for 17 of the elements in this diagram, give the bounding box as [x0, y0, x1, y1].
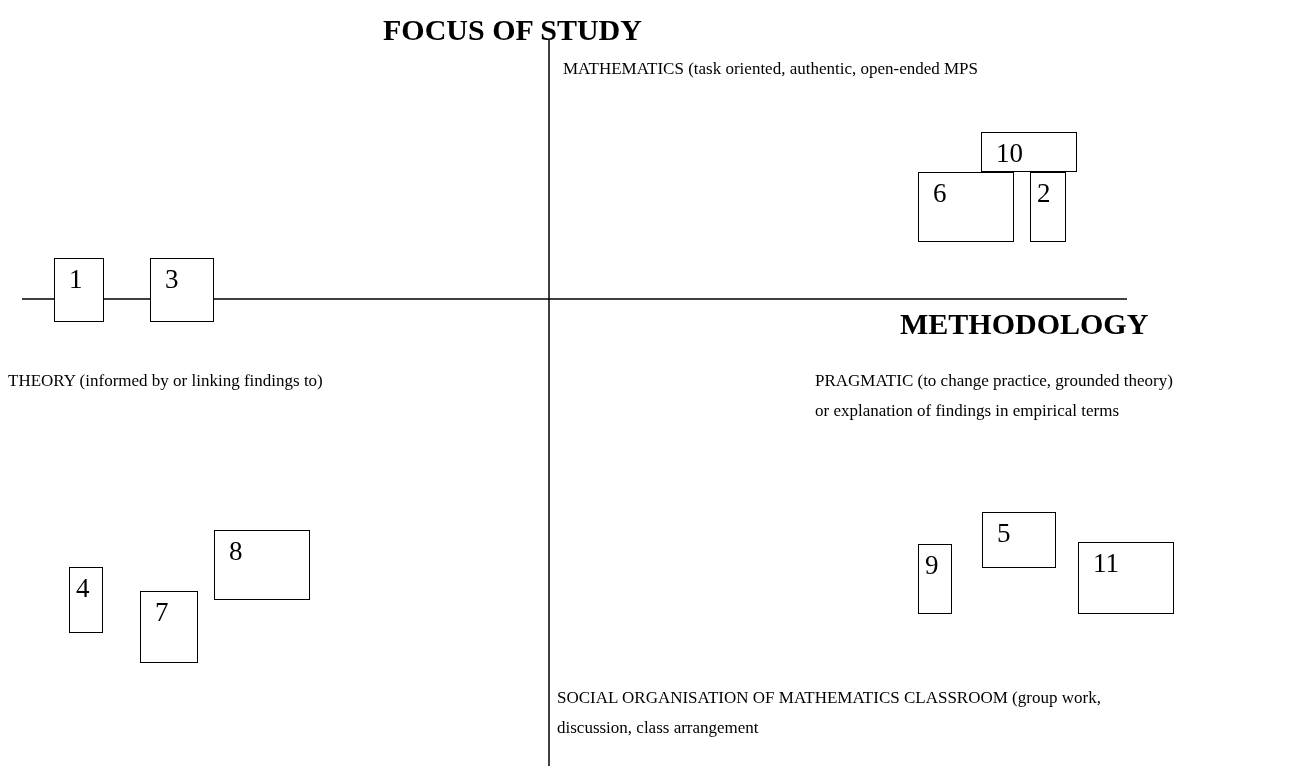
number-box: 5 — [982, 512, 1056, 568]
quadrant-label: SOCIAL ORGANISATION OF MATHEMATICS CLASSROOM (group work, discussion, class arrangement — [557, 687, 1102, 739]
number-box: 3 — [150, 258, 214, 322]
number-box: 9 — [918, 544, 952, 614]
quadrant-label: THEORY (informed by or linking findings to) — [8, 370, 323, 392]
quadrant-label: PRAGMATIC (to change practice, grounded theory) or explanation of findings in empirical terms — [815, 370, 1174, 422]
number-box: 2 — [1030, 172, 1066, 242]
axis-title: METHODOLOGY — [900, 306, 1149, 342]
number-box: 10 — [981, 132, 1077, 172]
axis-title: FOCUS OF STUDY — [383, 12, 642, 48]
quadrant-label: MATHEMATICS (task oriented, authentic, open-ended MPS — [563, 58, 979, 80]
number-box: 4 — [69, 567, 103, 633]
number-box: 1 — [54, 258, 104, 322]
number-box: 11 — [1078, 542, 1174, 614]
number-box: 7 — [140, 591, 198, 663]
number-box: 6 — [918, 172, 1014, 242]
number-box: 8 — [214, 530, 310, 600]
